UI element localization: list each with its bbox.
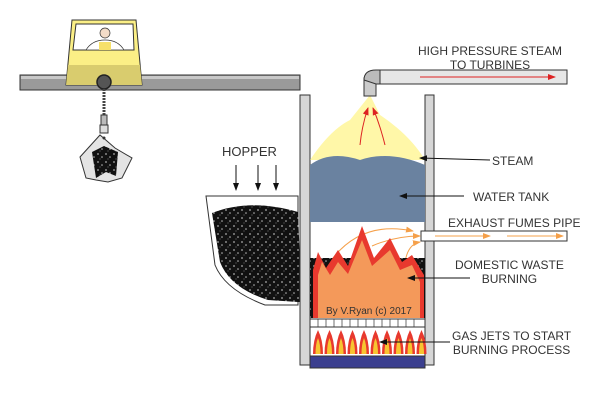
boiler-chamber (299, 94, 435, 366)
crane-grab (79, 89, 133, 183)
gas-flame-core (350, 338, 355, 354)
label-gas-line2: BURNING PROCESS (452, 343, 571, 357)
steam-pipe (363, 69, 568, 97)
water-tank (310, 156, 425, 222)
label-hopper: HOPPER (222, 144, 277, 159)
steam-arrows (359, 107, 386, 146)
label-waste-line2: BURNING (481, 272, 538, 286)
gas-flame-core (315, 338, 321, 354)
hopper (205, 165, 322, 306)
label-steam-pipe: HIGH PRESSURE STEAM TO TURBINES (395, 44, 585, 72)
label-waste-line1: DOMESTIC WASTE (455, 258, 564, 272)
credit-text: By V.Ryan (c) 2017 (326, 306, 412, 317)
gas-flame-core (373, 338, 378, 354)
crane-cab (65, 19, 143, 90)
operator-icon (85, 27, 125, 51)
label-waste: DOMESTIC WASTE BURNING (455, 258, 564, 286)
burner-base (309, 355, 426, 369)
gas-flame-core (338, 338, 344, 354)
burning-waste-fire (310, 226, 425, 318)
label-steam: STEAM (492, 154, 534, 168)
label-steam-pipe-line1: HIGH PRESSURE STEAM (417, 44, 563, 58)
crane-rail (19, 74, 301, 91)
label-gas-line1: GAS JETS TO START (452, 329, 572, 343)
label-pointers (379, 155, 491, 345)
gas-flame-core (361, 338, 367, 354)
label-exhaust: EXHAUST FUMES PIPE (448, 216, 581, 230)
label-gas-jets: GAS JETS TO START BURNING PROCESS (452, 329, 571, 357)
gas-flame-core (327, 338, 332, 354)
label-steam-pipe-line2: TO TURBINES (449, 58, 531, 72)
label-water-tank: WATER TANK (473, 190, 550, 204)
grate (309, 318, 426, 328)
steam-cloud (310, 95, 425, 160)
